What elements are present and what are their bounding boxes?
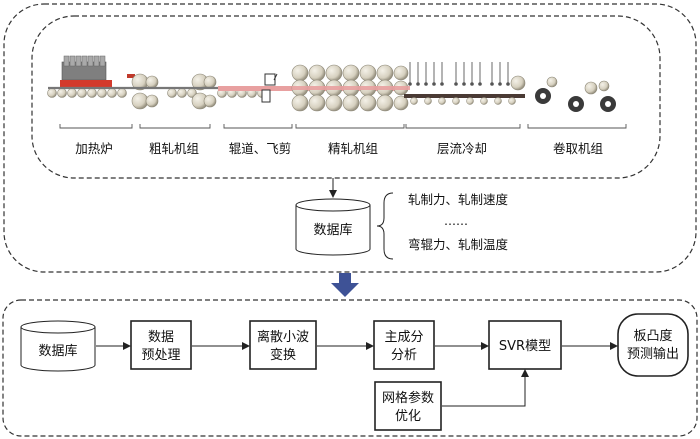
- coiler-icon: [510, 75, 616, 112]
- wavelet-label-line1: 离散小波: [257, 329, 309, 345]
- pipeline-database-label: 数据库: [38, 343, 77, 359]
- wavelet-box: [249, 320, 317, 370]
- mill-frame: [31, 15, 661, 179]
- top-outer-frame: [3, 3, 697, 273]
- output-box: [617, 313, 689, 377]
- stage-label-finishing-mill: 精轧机组: [328, 141, 378, 156]
- db-item-bending-force: 弯辊力、轧制温度: [408, 237, 509, 252]
- top-database-label: 数据库: [313, 222, 352, 238]
- pca-label-line1: 主成分: [384, 330, 423, 345]
- preprocess-label-line1: 数据: [148, 330, 174, 345]
- preprocess-label-line2: 预处理: [141, 348, 180, 363]
- big-down-arrow-icon: [331, 273, 359, 297]
- pca-box: [373, 320, 435, 370]
- finishing-mill-icon: [291, 64, 409, 112]
- pca-label-line2: 分析: [391, 348, 417, 363]
- rough-mill-icon: [131, 73, 217, 110]
- pipeline-database-cylinder: [20, 320, 96, 372]
- preprocess-box: [130, 320, 192, 370]
- stage-label-shear: 辊道、飞剪: [229, 141, 292, 156]
- mill-illustration: [47, 55, 627, 129]
- output-label-line1: 板凸度: [633, 328, 672, 344]
- svr-box: [488, 320, 562, 370]
- db-item-rolling-force: 轧制力、轧制速度: [408, 192, 509, 207]
- flying-shear-icon: [261, 73, 278, 103]
- wavelet-label-line2: 变换: [270, 347, 296, 363]
- stage-label-coiler: 卷取机组: [553, 141, 603, 156]
- db-item-ellipsis: ……: [444, 214, 468, 228]
- grid-search-label-line1: 网格参数: [382, 390, 434, 406]
- output-label-line2: 预测输出: [627, 346, 679, 362]
- stage-label-rough-mill: 粗轧机组: [149, 141, 199, 156]
- top-database-cylinder: [295, 198, 371, 256]
- svr-label: SVR模型: [499, 339, 551, 354]
- grid-search-label-line2: 优化: [395, 409, 421, 424]
- arrow-grid-to-svr: [442, 369, 529, 407]
- laminar-cooling-icon: [404, 62, 525, 105]
- stage-label-cooling: 层流冷却: [437, 141, 487, 156]
- brace-icon: [376, 192, 394, 260]
- grid-search-box: [374, 381, 442, 431]
- furnace-icon: [60, 55, 135, 88]
- stage-brackets: [59, 124, 627, 129]
- pipeline-frame: [2, 299, 698, 437]
- stage-label-furnace: 加热炉: [75, 141, 113, 156]
